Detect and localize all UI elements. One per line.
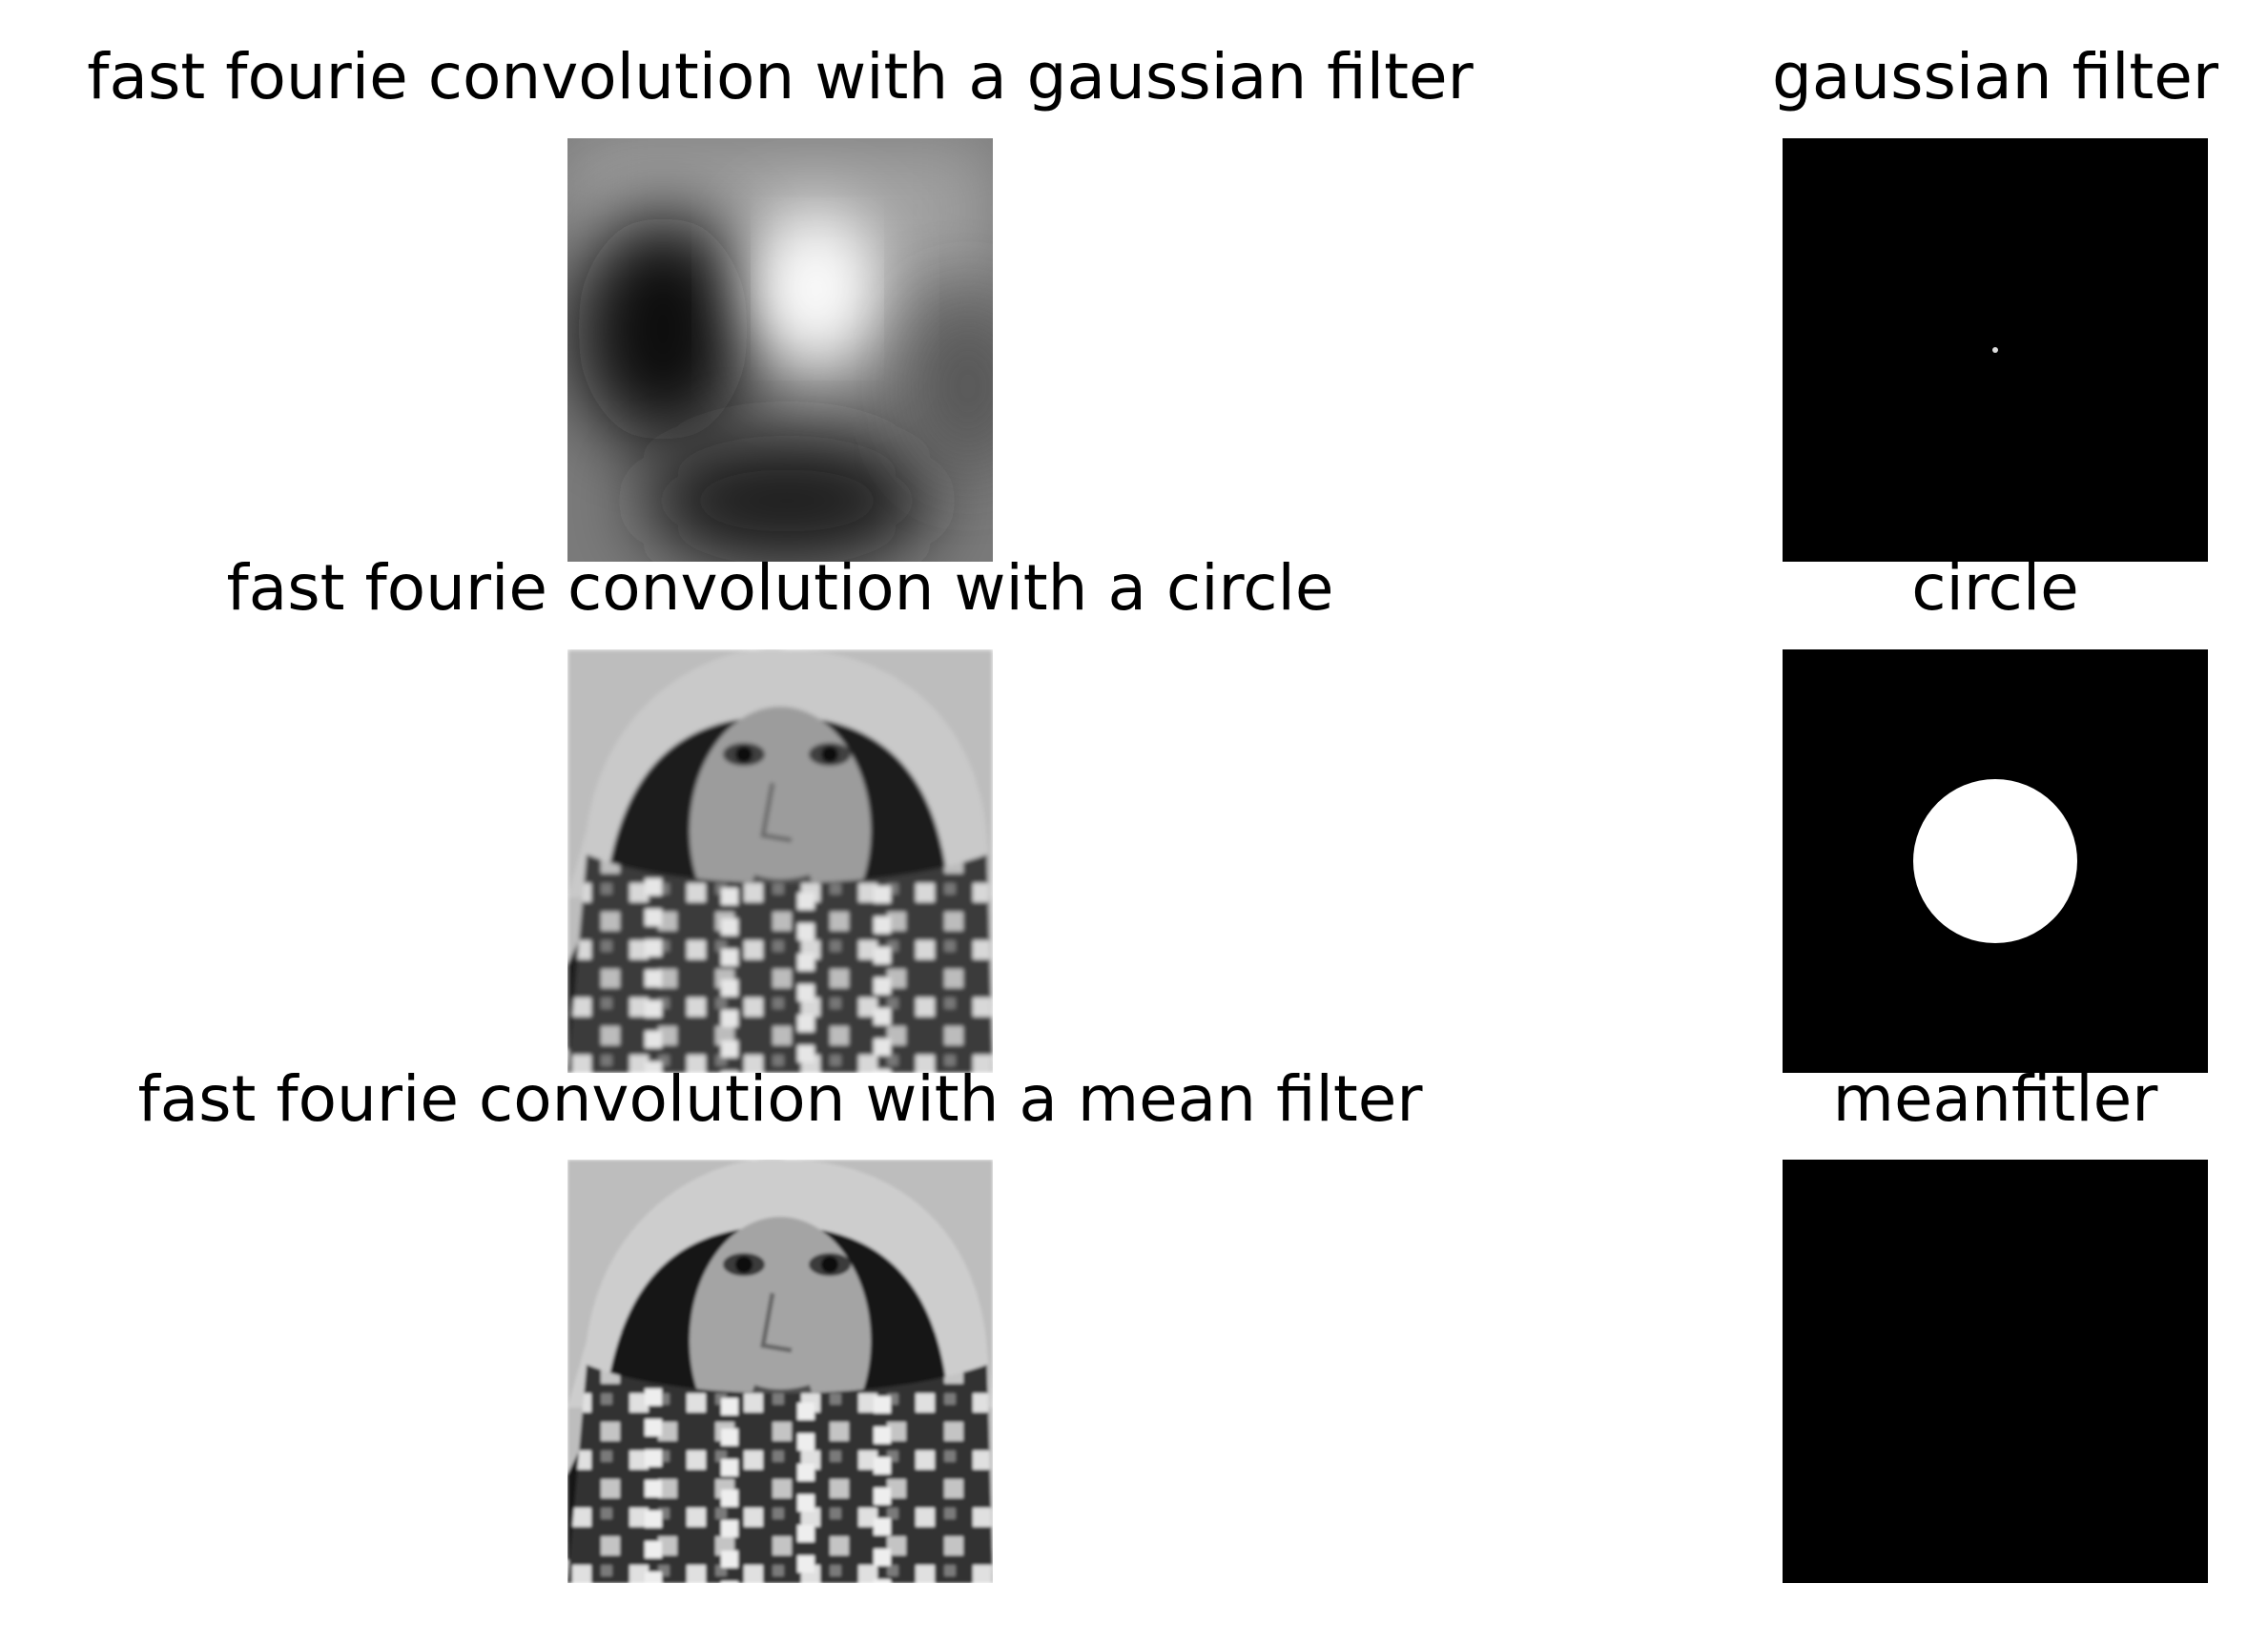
circle-filtered-photo — [567, 649, 993, 1073]
panel-title-circle: circle — [1911, 551, 2079, 625]
panel-title-gaussian-filter: gaussian filter — [1771, 40, 2219, 113]
panel-title-meanfitler: meanfitler — [1832, 1062, 2158, 1136]
gaussian-filter-mask — [1783, 138, 2208, 562]
panel-title-gaussian-convolution: fast fourie convolution with a gaussian … — [87, 40, 1474, 113]
gaussian-blurred-photo — [567, 138, 993, 562]
circle-filter-mask — [1783, 649, 2208, 1073]
panel-title-circle-convolution: fast fourie convolution with a circle — [226, 551, 1334, 625]
mean-filtered-photo — [567, 1160, 993, 1583]
mean-filter-mask — [1783, 1160, 2208, 1583]
panel-title-mean-convolution: fast fourie convolution with a mean filt… — [137, 1062, 1423, 1136]
